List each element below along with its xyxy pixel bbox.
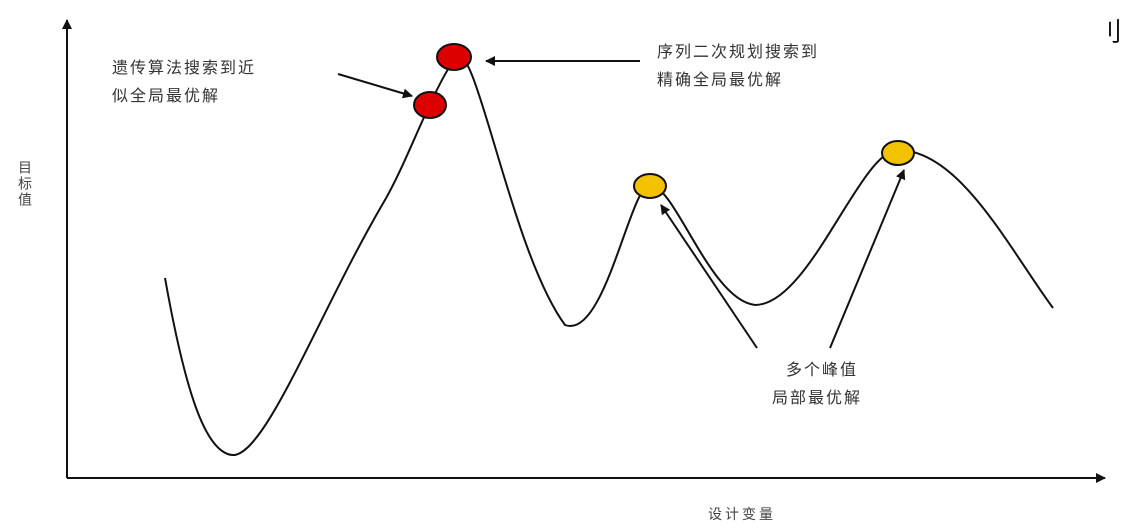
- sqp-annotation-line-1: 序列二次规划搜索到: [657, 42, 820, 61]
- local-optimum-point-1: [633, 173, 667, 199]
- ga-near-global-optimum-point: [413, 91, 447, 119]
- sqp-annotation: 序列二次规划搜索到 精确全局最优解: [657, 38, 819, 94]
- local-optimum-point-2: [881, 140, 915, 166]
- local-arrow-2: [829, 169, 906, 349]
- local-annotation-line-2: 局部最优解: [772, 388, 863, 407]
- objective-curve: [164, 54, 1054, 457]
- local-annotation-line-1: 多个峰值: [786, 360, 859, 379]
- sqp-global-optimum-point: [436, 43, 472, 71]
- y-axis-label: 目标值: [16, 160, 32, 208]
- local-optima-annotation: 多个峰值 局部最优解: [772, 356, 862, 412]
- sqp-annotation-line-2: 精确全局最优解: [657, 70, 784, 89]
- ga-annotation-line-1: 遗传算法搜索到近: [112, 58, 257, 77]
- corner-mark: 刂: [1096, 18, 1123, 48]
- ga-annotation-line-2: 似全局最优解: [112, 86, 221, 105]
- local-arrow-1: [660, 204, 758, 349]
- x-axis-label: 设计变量: [708, 507, 776, 523]
- ga-arrow: [337, 73, 413, 99]
- ga-annotation: 遗传算法搜索到近 似全局最优解: [112, 54, 256, 110]
